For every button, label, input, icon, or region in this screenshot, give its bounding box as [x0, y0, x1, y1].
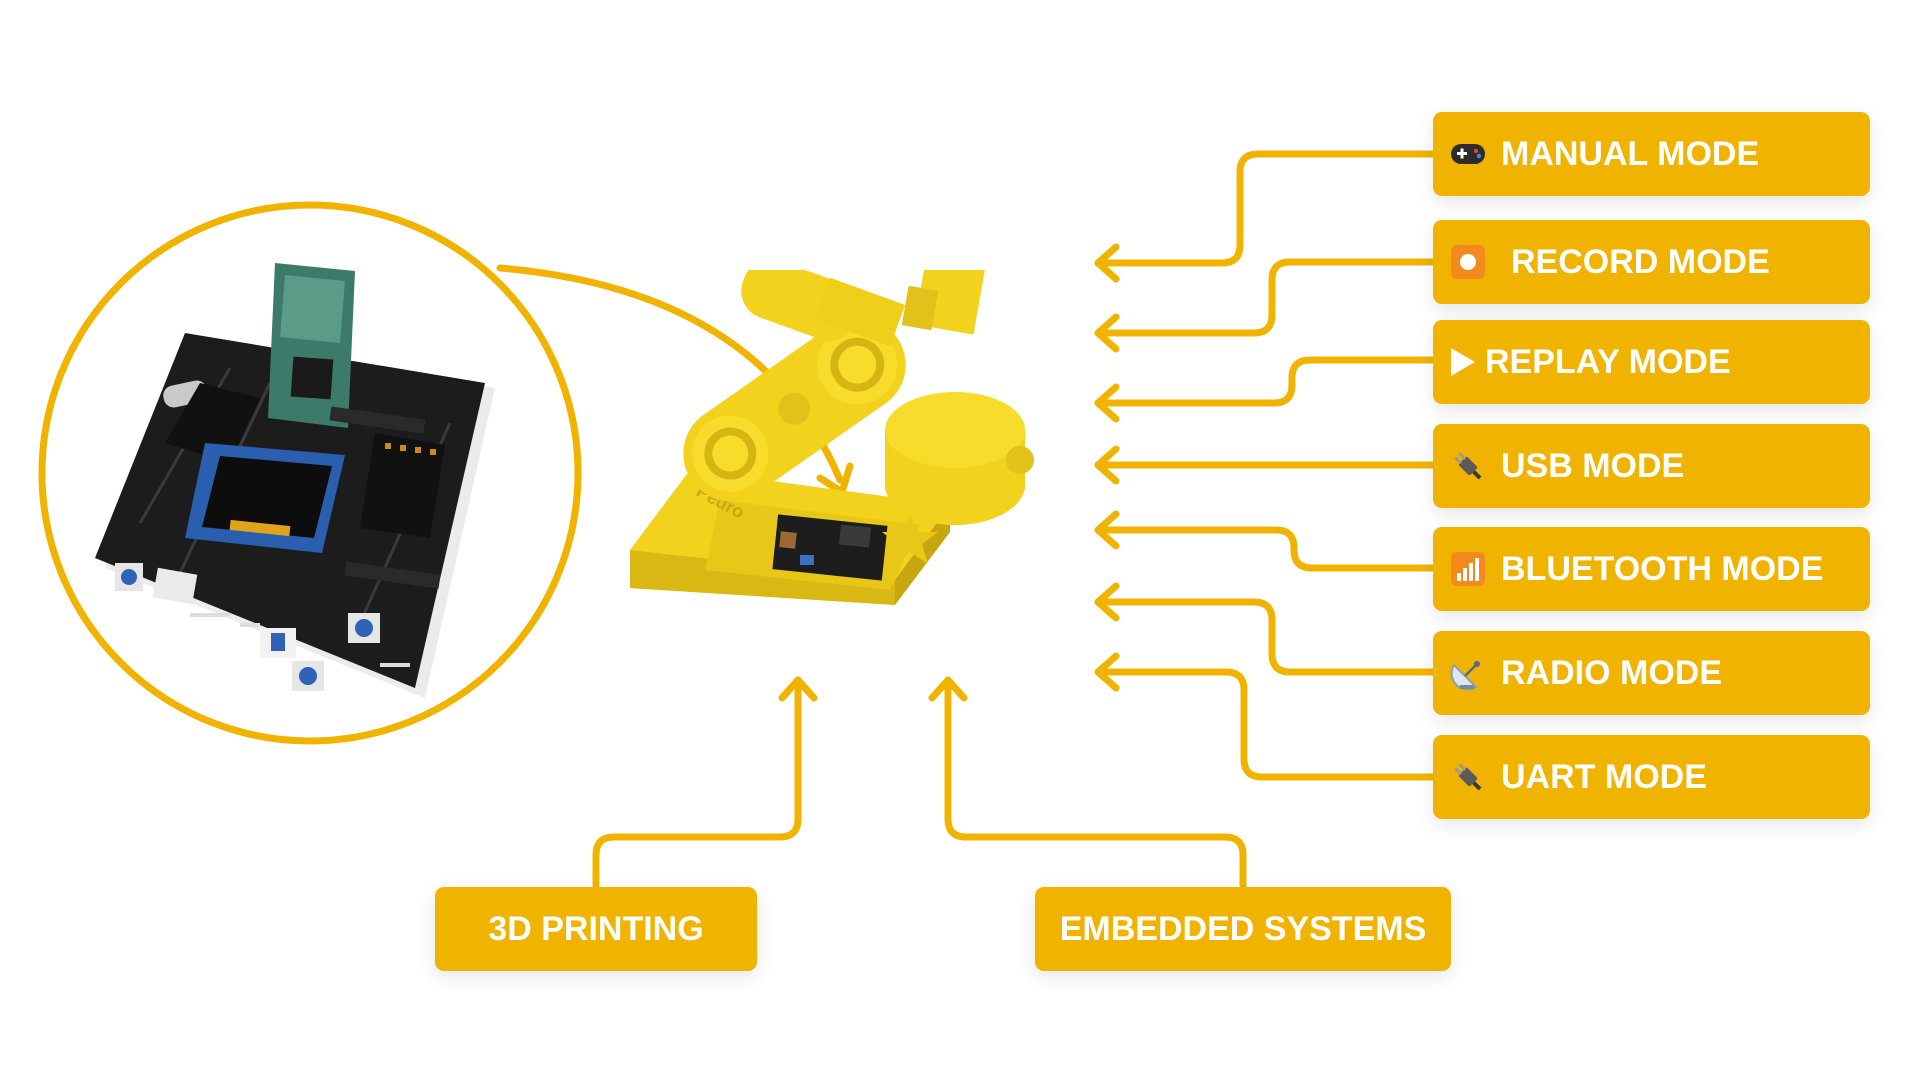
mode-label-text: MANUAL MODE [1501, 134, 1760, 173]
signal-bars-icon [1449, 550, 1487, 588]
play-icon [1449, 343, 1477, 381]
mode-label-usb: USB MODE [1433, 424, 1870, 508]
mode-label-uart: UART MODE [1433, 735, 1870, 819]
connector-replay [1094, 356, 1437, 407]
connector-embedded [944, 676, 1247, 889]
robot-arm-image: Pedro [630, 270, 1034, 605]
mode-label-text: BLUETOOTH MODE [1501, 549, 1824, 588]
connector-3d-printing [592, 676, 802, 889]
label-embedded-systems-text: EMBEDDED SYSTEMS [1059, 909, 1427, 948]
board-image [38, 201, 582, 745]
mode-label-text: UART MODE [1501, 757, 1707, 796]
arrowhead-3d-printing [778, 676, 818, 702]
connector-bluetooth [1094, 526, 1437, 572]
label-3d-printing: 3D PRINTING [435, 887, 757, 971]
plug-icon [1449, 758, 1487, 796]
connector-manual [1094, 150, 1437, 267]
connector-radio [1094, 598, 1437, 676]
satellite-dish-icon [1449, 654, 1487, 692]
mode-label-text: RECORD MODE [1511, 242, 1770, 281]
arrowhead-uart [1094, 652, 1120, 692]
arrowhead-usb [1094, 445, 1120, 485]
robot-arm-illustration: Pedro [630, 270, 1034, 605]
mode-label-bluetooth: BLUETOOTH MODE [1433, 527, 1870, 611]
label-embedded-systems: EMBEDDED SYSTEMS [1035, 887, 1451, 971]
mode-label-radio: RADIO MODE [1433, 631, 1870, 715]
mode-label-record: RECORD MODE [1433, 220, 1870, 304]
arrowhead-replay [1094, 383, 1120, 423]
mode-label-text: RADIO MODE [1501, 653, 1722, 692]
arrowhead-radio [1094, 582, 1120, 622]
circuit-board-illustration [95, 263, 495, 698]
arrowhead-embedded [928, 676, 968, 702]
connector-record [1094, 258, 1437, 337]
connector-uart [1094, 668, 1437, 781]
plug-icon [1449, 447, 1487, 485]
mode-label-manual: MANUAL MODE [1433, 112, 1870, 196]
mode-label-replay: REPLAY MODE [1433, 320, 1870, 404]
gamepad-icon [1449, 135, 1487, 173]
record-icon [1449, 243, 1487, 281]
arrowhead-manual [1094, 243, 1120, 283]
mode-label-text: USB MODE [1501, 446, 1685, 485]
arrowhead-record [1094, 313, 1120, 353]
arrowhead-bluetooth [1094, 510, 1120, 550]
label-3d-printing-text: 3D PRINTING [488, 909, 704, 948]
mode-label-text: REPLAY MODE [1485, 342, 1731, 381]
